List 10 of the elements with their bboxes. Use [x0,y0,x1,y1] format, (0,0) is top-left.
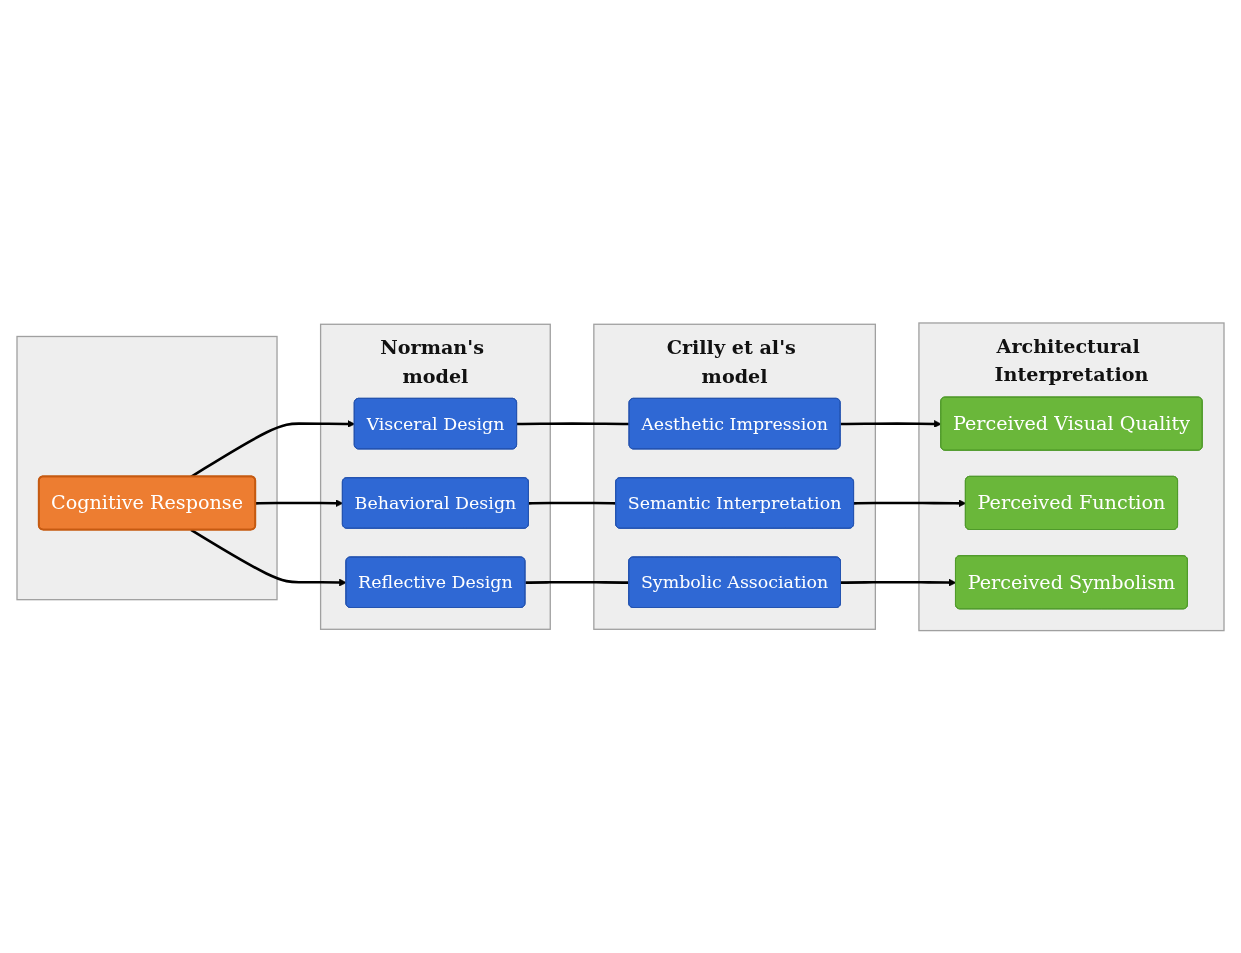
arrow [190,528,347,587]
connector [517,422,630,426]
arrow [840,419,942,428]
arrow [255,499,344,507]
arrow [853,499,967,507]
cluster [16,335,278,601]
connector [528,501,617,505]
connector [525,580,630,584]
arrow [840,578,957,587]
arrow [190,419,356,478]
